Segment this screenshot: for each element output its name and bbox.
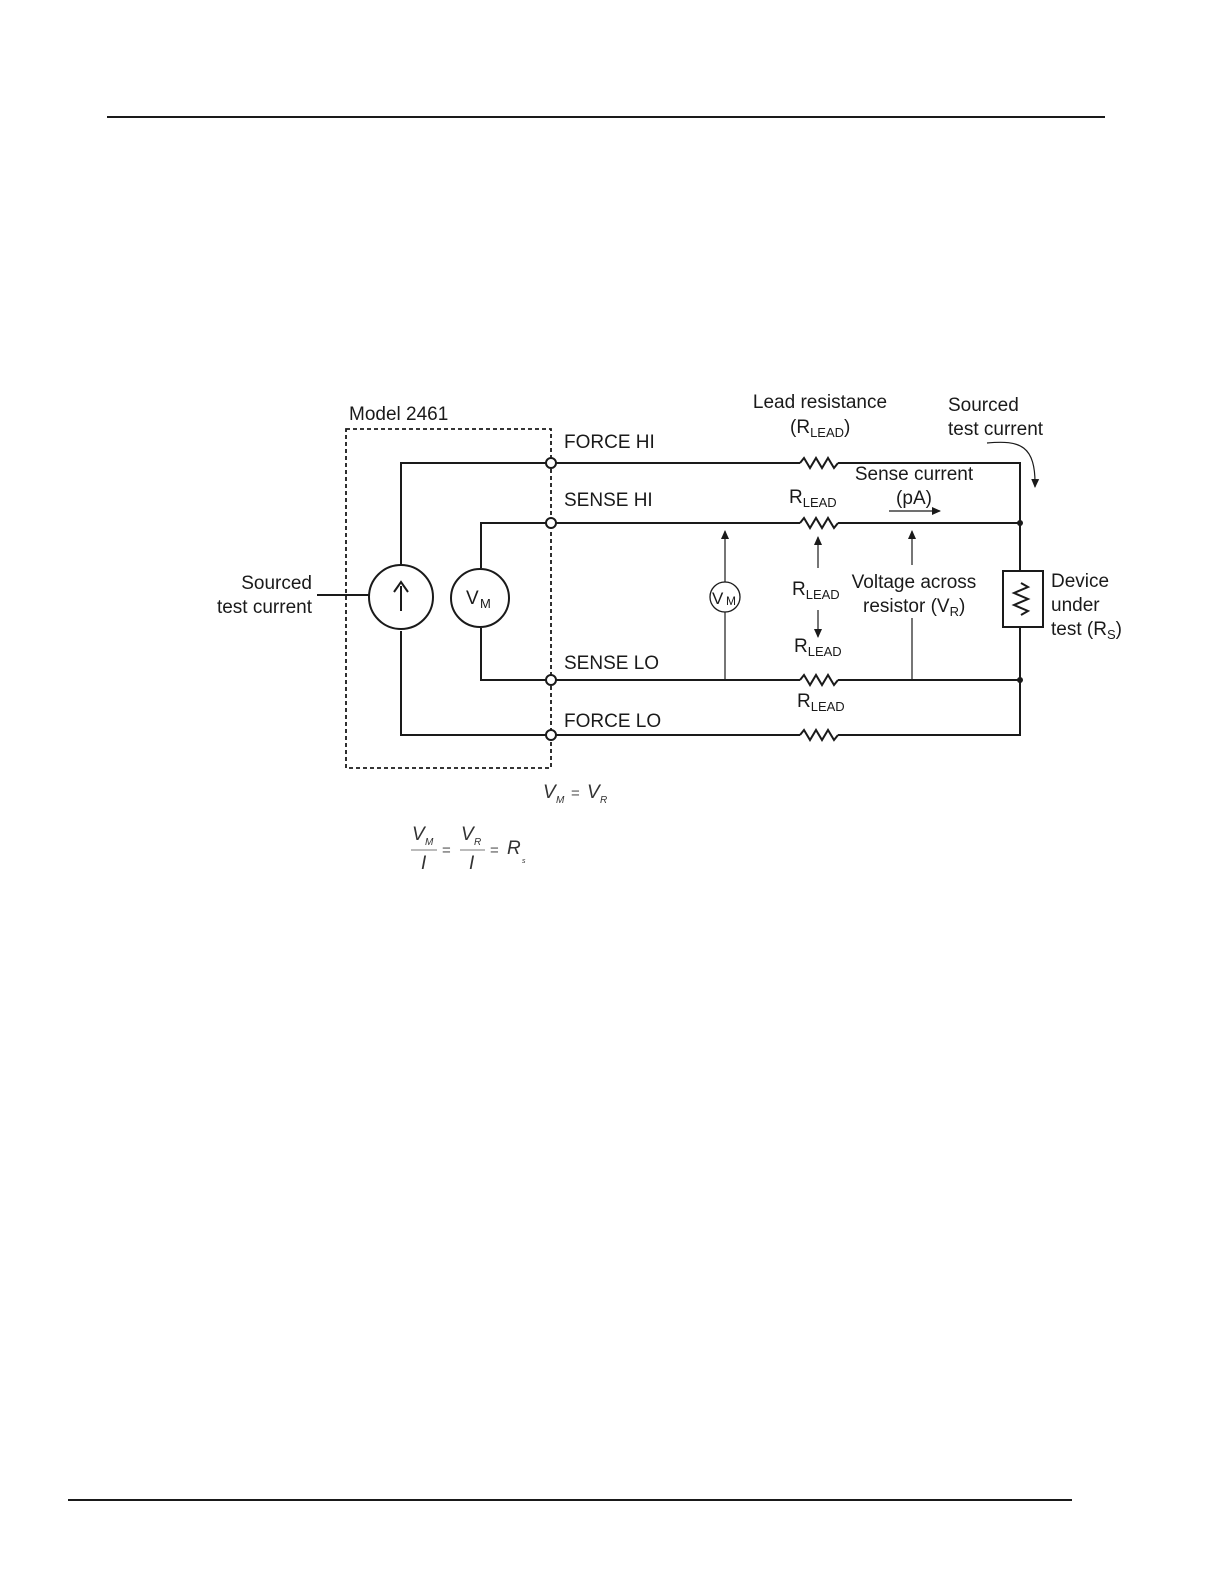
lead-resistance-title: Lead resistance xyxy=(753,392,887,413)
sourced-current-arrow xyxy=(987,442,1035,487)
r-lead-label-3: RLEAD xyxy=(794,636,842,659)
instrument-label: Model 2461 xyxy=(349,404,448,425)
terminal-sense-hi xyxy=(546,518,556,528)
svg-text:M: M xyxy=(480,596,491,611)
dut-label-line2: under xyxy=(1051,595,1100,616)
force-lo-label: FORCE LO xyxy=(564,711,661,732)
r-lead-label-4: RLEAD xyxy=(797,691,845,714)
force-lo-line xyxy=(401,631,1020,740)
lead-resistance-paren: (RLEAD) xyxy=(790,417,850,440)
force-hi-label: FORCE HI xyxy=(564,432,655,453)
source-label-line1: Sourced xyxy=(241,573,312,594)
svg-text:=: = xyxy=(442,842,451,859)
equation-resistance: V M I = V R I = R s xyxy=(411,824,526,874)
node-dot-top xyxy=(1017,520,1023,526)
node-dot-bottom xyxy=(1017,677,1023,683)
voltage-across-line2: resistor (VR) xyxy=(863,596,965,619)
svg-text:=: = xyxy=(490,842,499,859)
sense-lo-label: SENSE LO xyxy=(564,653,659,674)
r-lead-label-1: RLEAD xyxy=(789,487,837,510)
svg-text:V: V xyxy=(712,589,724,608)
r-lead-label-2: RLEAD xyxy=(792,579,840,602)
sourced-current-right-line1: Sourced xyxy=(948,395,1019,416)
source-label-line2: test current xyxy=(217,597,313,618)
svg-text:R: R xyxy=(600,795,607,806)
current-source-icon xyxy=(369,565,433,629)
sourced-current-right-line2: test current xyxy=(948,419,1044,440)
svg-text:M: M xyxy=(726,594,736,608)
terminal-force-lo xyxy=(546,730,556,740)
svg-text:R: R xyxy=(507,838,521,859)
svg-text:V: V xyxy=(466,588,479,609)
svg-text:R: R xyxy=(474,837,481,848)
device-under-test xyxy=(1003,523,1043,680)
svg-text:I: I xyxy=(421,853,427,874)
sense-lo-line xyxy=(481,628,1020,685)
svg-text:s: s xyxy=(522,858,526,865)
sense-hi-label: SENSE HI xyxy=(564,490,653,511)
voltage-across-line1: Voltage across xyxy=(852,572,977,593)
sense-current-line1: Sense current xyxy=(855,464,974,485)
svg-text:M: M xyxy=(425,837,434,848)
terminal-sense-lo xyxy=(546,675,556,685)
dut-label-line1: Device xyxy=(1051,571,1109,592)
sense-current-line2: (pA) xyxy=(896,488,932,509)
terminal-force-hi xyxy=(546,458,556,468)
svg-text:=: = xyxy=(571,785,580,802)
equation-vm-equals-vr: V M = V R xyxy=(543,782,607,806)
voltmeter-small-icon: V M xyxy=(710,531,740,680)
svg-text:I: I xyxy=(469,853,475,874)
svg-text:M: M xyxy=(556,795,565,806)
dut-label-line3: test (RS) xyxy=(1051,619,1122,642)
voltmeter-icon: V M xyxy=(451,569,509,627)
sense-hi-line xyxy=(481,518,1020,568)
